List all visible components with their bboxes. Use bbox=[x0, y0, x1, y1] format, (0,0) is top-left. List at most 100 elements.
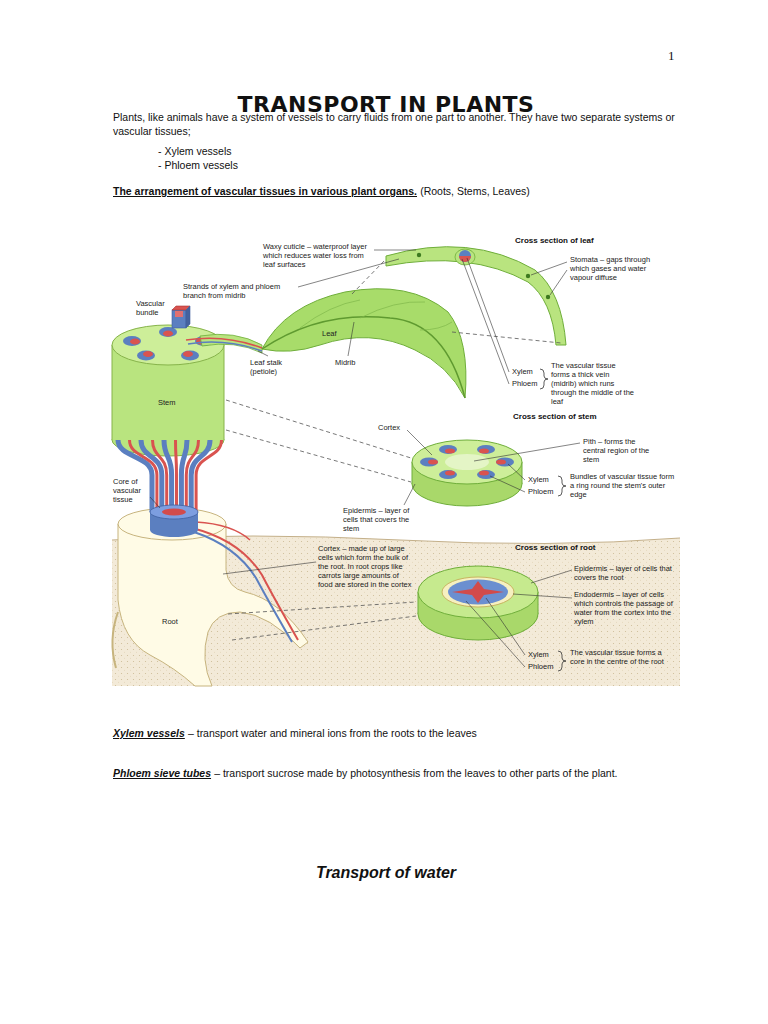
part-label-text: Vascular bundle bbox=[136, 299, 165, 317]
stem-top-part bbox=[181, 351, 199, 361]
figure-heading: Cross section of root bbox=[515, 543, 595, 553]
leader-lines-part bbox=[467, 258, 509, 372]
leader-lines-part bbox=[486, 598, 525, 655]
leader-lines-part bbox=[462, 259, 509, 384]
leaf-vein bbox=[420, 322, 452, 330]
part-label: Stem bbox=[158, 398, 176, 407]
intro-text-text: Plants, like animals have a system of ve… bbox=[113, 111, 675, 137]
stem-cross-section-part bbox=[479, 471, 489, 476]
vascular-strands-part bbox=[141, 440, 162, 512]
figure-heading: Cross section of stem bbox=[513, 412, 597, 422]
vascular-strands-part bbox=[164, 440, 172, 512]
leaf-vein bbox=[300, 300, 360, 328]
root-drawing bbox=[112, 508, 308, 686]
leader-lines-part bbox=[508, 464, 525, 480]
part-label-text: Root bbox=[162, 617, 178, 626]
definition-text-text: – transport water and mineral ions from … bbox=[188, 727, 477, 739]
stem-top-part bbox=[159, 327, 177, 337]
tissue-label: Phloem bbox=[528, 662, 553, 671]
stem-cross-section-part bbox=[445, 449, 455, 454]
part-label-text: Leaf stalk (petiole) bbox=[250, 358, 282, 376]
leader-lines-part bbox=[374, 250, 416, 251]
subheading: Transport of water bbox=[2, 864, 768, 882]
pith bbox=[445, 454, 489, 470]
stem-top-part bbox=[130, 339, 140, 345]
leader-lines-part bbox=[531, 570, 572, 583]
petiole bbox=[186, 334, 262, 353]
leaf-cross-section-part bbox=[455, 249, 475, 265]
leader-lines-part bbox=[531, 262, 567, 275]
xylem-star bbox=[452, 581, 504, 603]
stem-top-part bbox=[137, 351, 155, 361]
part-label-text: Cortex bbox=[378, 423, 400, 432]
part-label: Leaf stalk (petiole) bbox=[250, 358, 292, 376]
callout-text-text: The vascular tissue forms a core in the … bbox=[570, 648, 664, 666]
tissue-label-text: Xylem bbox=[528, 650, 549, 659]
stem-cross-section-part bbox=[479, 449, 489, 454]
figure-heading-text: Cross section of stem bbox=[513, 412, 597, 421]
subheading-text: Transport of water bbox=[316, 864, 456, 881]
stem-top-part bbox=[123, 336, 141, 346]
lateral-root bbox=[112, 612, 118, 668]
stem-top-part bbox=[163, 331, 173, 337]
guide-lines-part bbox=[232, 616, 416, 640]
vascular-bundle-block-part bbox=[175, 311, 183, 317]
callout-text: Waxy cuticle – waterproof layer which re… bbox=[263, 242, 373, 269]
page-number-text: 1 bbox=[668, 48, 675, 63]
stem-cross-section-part bbox=[428, 460, 438, 465]
leader-lines-part bbox=[404, 484, 415, 505]
stem-cross-section bbox=[412, 440, 522, 506]
root-strand bbox=[196, 522, 250, 540]
callout-text-text: Strands of xylem and phloem branch from … bbox=[183, 282, 280, 300]
bracket-part bbox=[540, 369, 548, 389]
stem-cross-section-part bbox=[496, 458, 514, 467]
tissue-label-text: Phloem bbox=[528, 487, 553, 496]
stem-cross-section-part bbox=[477, 445, 495, 454]
list-item-text: - Phloem vessels bbox=[158, 159, 238, 171]
callout-text: Pith – forms the central region of the s… bbox=[583, 437, 657, 464]
leader-lines-part bbox=[407, 430, 432, 455]
callout-text-text: Waxy cuticle – waterproof layer which re… bbox=[263, 242, 367, 269]
leaf-cross-section-part bbox=[459, 256, 471, 262]
leaf-drawing bbox=[262, 289, 466, 398]
figure-heading-text: Cross section of root bbox=[515, 543, 595, 552]
petiole-part bbox=[188, 342, 262, 351]
part-label-text: Midrib bbox=[335, 358, 355, 367]
midrib-line bbox=[262, 317, 465, 398]
stem-cross-section-part bbox=[439, 445, 457, 454]
stem-top-part bbox=[183, 351, 193, 357]
stoma bbox=[526, 274, 530, 278]
leader-lines-part bbox=[223, 562, 316, 574]
tissue-label-text: Phloem bbox=[512, 379, 537, 388]
callout-text-text: The vascular tissue forms a thick vein (… bbox=[551, 361, 634, 406]
callout-text-text: Cortex – made up of large cells which fo… bbox=[318, 544, 411, 589]
vascular-bundle-block bbox=[172, 306, 190, 328]
tissue-label: Xylem bbox=[528, 475, 549, 484]
leader-lines-part bbox=[298, 259, 399, 287]
stem-edge bbox=[112, 345, 113, 440]
leader-lines-part bbox=[490, 476, 525, 492]
definition-text: Xylem vessels– transport water and miner… bbox=[113, 727, 733, 741]
guide-lines bbox=[226, 259, 561, 640]
callout-text: Strands of xylem and phloem branch from … bbox=[183, 282, 297, 300]
tissue-label: Xylem bbox=[528, 650, 549, 659]
part-label-text: Core of vascular tissue bbox=[113, 477, 141, 504]
part-label: Leaf bbox=[322, 329, 337, 338]
stem-cross-section-part bbox=[439, 470, 457, 479]
root-strand bbox=[194, 532, 292, 642]
section-heading: The arrangement of vascular tissues in v… bbox=[113, 185, 733, 199]
vascular-bundle-block-part bbox=[186, 306, 190, 328]
vascular-core-part bbox=[150, 505, 198, 519]
vascular-bundle-block-part bbox=[172, 310, 186, 328]
callout-text-text: Epidermis – layer of cells that covers t… bbox=[574, 564, 672, 582]
tissue-label: Phloem bbox=[528, 487, 553, 496]
list-item: - Xylem vessels bbox=[158, 145, 232, 159]
stoma bbox=[417, 253, 421, 257]
vascular-core bbox=[150, 505, 198, 537]
root-cross-section-part bbox=[448, 580, 508, 605]
tissue-label: Xylem bbox=[512, 367, 533, 376]
stem-cross-section-part bbox=[420, 458, 438, 467]
intro-text: Plants, like animals have a system of ve… bbox=[113, 111, 678, 138]
leaf-cross-section-part bbox=[459, 250, 471, 262]
